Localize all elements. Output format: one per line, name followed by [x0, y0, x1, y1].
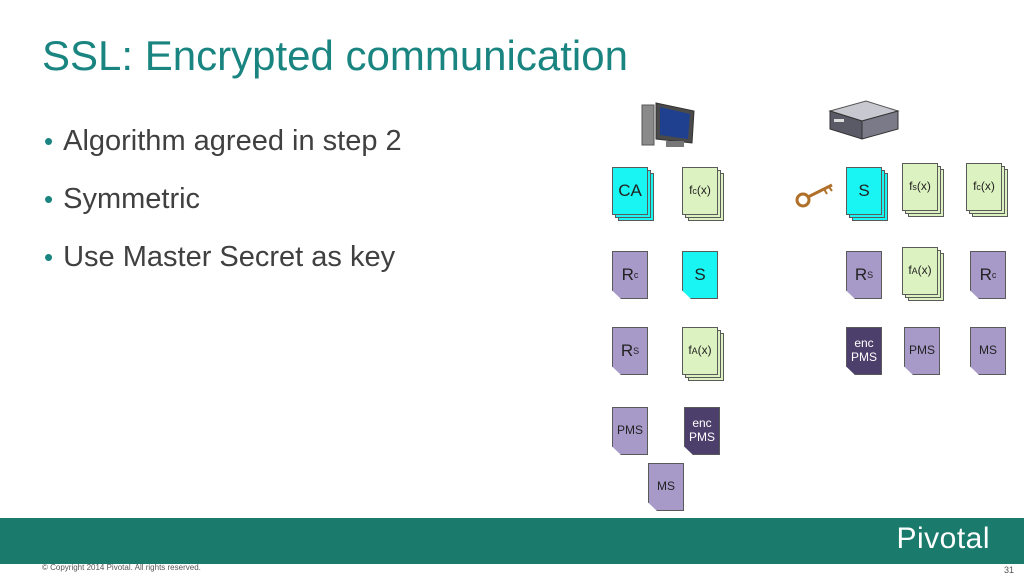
- footer-band: Pivotal: [0, 518, 1024, 564]
- page-number: 31: [1003, 565, 1014, 575]
- client-doc-ca: CA: [612, 167, 654, 221]
- server-icon: [826, 97, 902, 143]
- copyright-text: © Copyright 2014 Pivotal. All rights res…: [42, 563, 201, 572]
- bullet-list: •Algorithm agreed in step 2 •Symmetric •…: [44, 122, 402, 296]
- client-doc-ms: MS: [648, 463, 686, 515]
- computer-icon: [638, 97, 698, 155]
- key-icon: [794, 181, 836, 209]
- bullet-item: •Algorithm agreed in step 2: [44, 125, 402, 157]
- server-doc-enc-pms: enc PMS: [846, 327, 884, 379]
- slide-title: SSL: Encrypted communication: [42, 32, 628, 79]
- server-doc-pms: PMS: [904, 327, 942, 379]
- server-doc-ms: MS: [970, 327, 1008, 379]
- client-doc-pms: PMS: [612, 407, 650, 459]
- client-doc-s: S: [682, 251, 720, 303]
- bullet-item: •Use Master Secret as key: [44, 241, 396, 273]
- server-doc-s: S: [846, 167, 888, 221]
- bullet-item: •Symmetric: [44, 183, 201, 215]
- client-doc-enc-pms: enc PMS: [684, 407, 722, 459]
- pivotal-logo: Pivotal: [896, 522, 990, 555]
